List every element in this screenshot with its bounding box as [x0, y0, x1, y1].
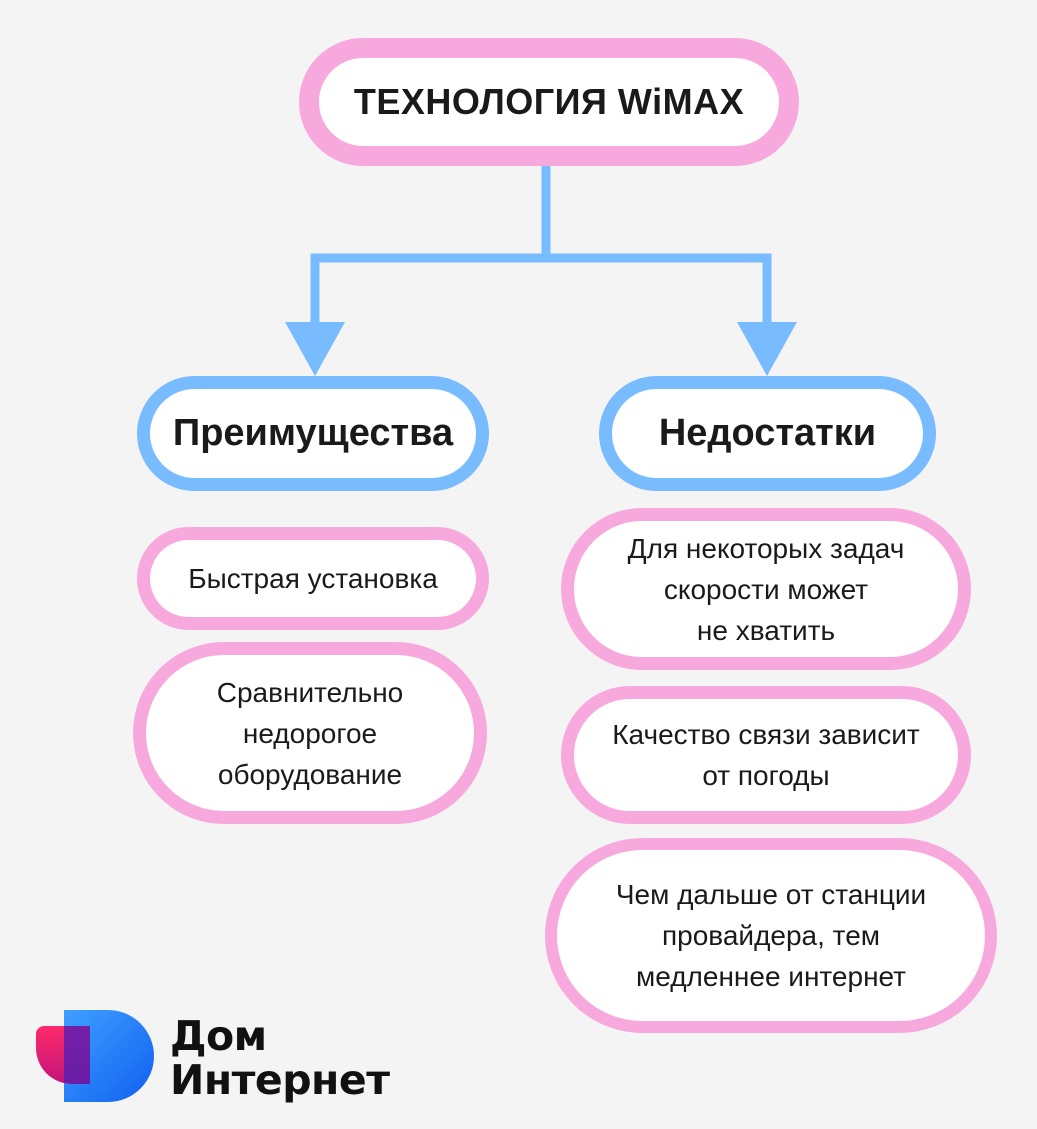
disadvantage-item: Качество связи зависит от погоды	[561, 686, 971, 824]
advantage-item: Быстрая установка	[137, 527, 489, 630]
arrow-head-right	[737, 322, 797, 376]
diagram-title: ТЕХНОЛОГИЯ WiMAX	[299, 38, 799, 166]
advantage-item: Сравнительно недорогое оборудование	[133, 642, 487, 824]
disadvantage-item-text: Качество связи зависит от погоды	[612, 719, 920, 791]
advantages-header-text: Преимущества	[172, 412, 454, 454]
logo-text-line-2: Интернет	[170, 1056, 390, 1104]
disadvantage-item: Чем дальше от станции провайдера, тем ме…	[545, 838, 997, 1033]
advantage-item-text: Быстрая установка	[188, 563, 438, 594]
disadvantage-item-text: Для некоторых задач скорости может не хв…	[627, 532, 905, 646]
brand-logo: Дом Интернет	[36, 1010, 396, 1105]
arrow-head-left	[285, 322, 345, 376]
disadvantages-header: Недостатки	[599, 376, 936, 491]
diagram-title-text: ТЕХНОЛОГИЯ WiMAX	[353, 81, 745, 122]
advantages-header: Преимущества	[137, 376, 489, 491]
logo-text-line-1: Дом	[170, 1012, 267, 1060]
advantage-item-text: Сравнительно недорогое оборудование	[216, 676, 404, 790]
disadvantages-header-text: Недостатки	[658, 412, 877, 454]
dom-internet-logo-icon	[36, 1010, 154, 1102]
disadvantage-item-text: Чем дальше от станции провайдера, тем ме…	[615, 879, 927, 992]
disadvantage-item: Для некоторых задач скорости может не хв…	[561, 508, 971, 670]
